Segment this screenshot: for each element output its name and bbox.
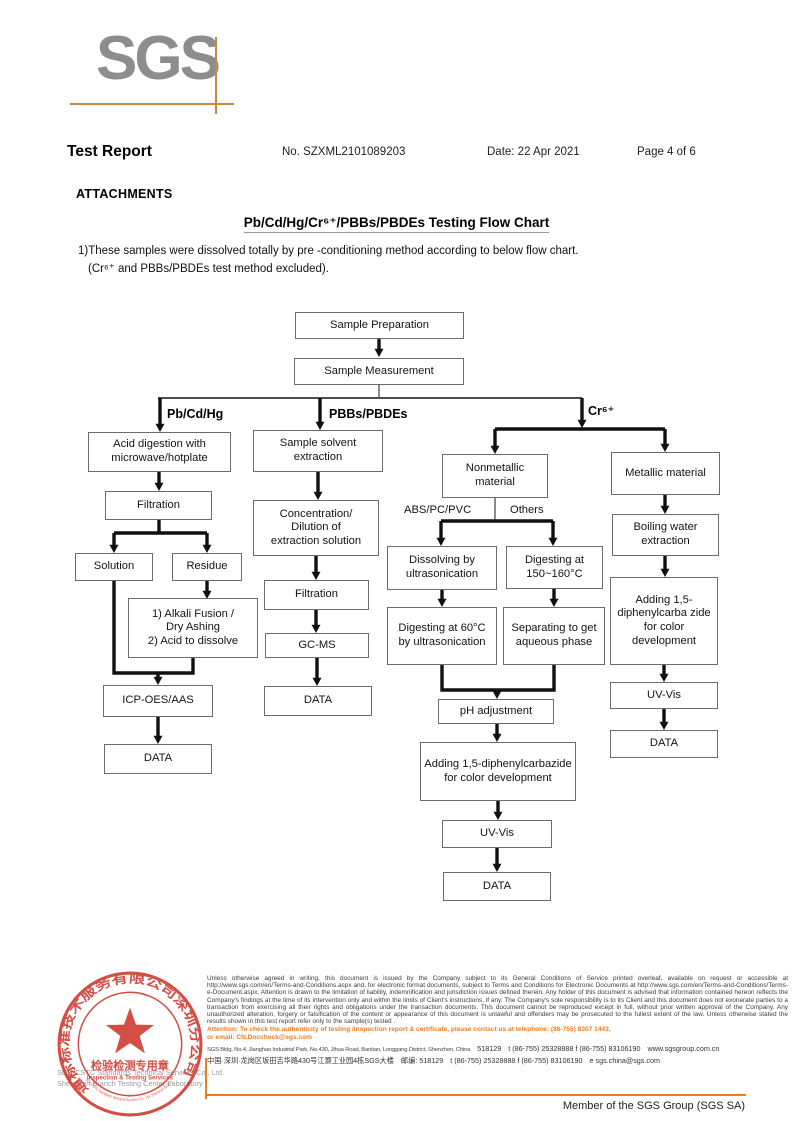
footer-company-line1: SGS-CSTC Standards Technical Services Co… [57,1068,225,1077]
flow-node-data-mid: DATA [443,872,551,901]
note-line-2: (Cr⁶⁺ and PBBs/PBDEs test method exclude… [88,263,329,275]
footer-orange-horizontal-rule [205,1094,746,1096]
logo-horizontal-rule [70,103,234,105]
report-number: No. SZXML2101089203 [282,146,406,158]
postcode-cn: 邮编: 518129 [400,1056,444,1066]
branch-label-cr6: Cr⁶⁺ [588,404,615,418]
address-cn: 中国·深圳·龙岗区坂田吉华路430号江灏工业园4栋SGS大楼 [207,1056,394,1066]
flow-node-data-right: DATA [610,730,718,758]
footer-company-line2: Shenzhen Branch Testing Center Laborator… [57,1079,203,1088]
phones-cn: t (86-755) 25328888 f (86-755) 83106190 [450,1056,583,1066]
legal-disclaimer: Unless otherwise agreed in writing, this… [207,975,788,1026]
flow-node-solvent-extraction: Sample solvent extraction [253,430,383,472]
flow-node-ph-adjustment: pH adjustment [438,699,554,724]
flow-node-filtration-left: Filtration [105,491,212,520]
page-indicator: Page 4 of 6 [637,146,696,158]
logo-vertical-rule [215,37,217,114]
flow-chart-title-wrap: Pb/Cd/Hg/Cr⁶⁺/PBBs/PBDEs Testing Flow Ch… [0,214,793,233]
flow-node-data-left: DATA [104,744,212,774]
attachments-heading: ATTACHMENTS [76,187,173,201]
address-row-cn: 中国·深圳·龙岗区坂田吉华路430号江灏工业园4栋SGS大楼 邮编: 51812… [207,1056,788,1066]
address-en: SGS Bldg, No.4, Jianghao Industrial Park… [207,1047,471,1054]
flow-node-alkali-fusion: 1) Alkali Fusion / Dry Ashing 2) Acid to… [128,598,258,658]
stamp-star-icon [105,1007,155,1054]
flow-node-residue: Residue [172,553,242,581]
branch-label-pbbs-pbdes: PBBs/PBDEs [329,407,408,421]
branch-label-others: Others [510,504,544,516]
flow-node-sample-measurement: Sample Measurement [294,358,464,385]
stamp-center-chinese: 检验检测专用章 [91,1058,169,1072]
flow-node-gcms: GC-MS [265,633,369,658]
report-title: Test Report [67,143,152,160]
flow-node-digesting-60: Digesting at 60°C by ultrasonication [387,607,497,665]
flow-node-adding-diphenylcarbazide-right: Adding 1,5-diphenylcarba zide for color … [610,577,718,665]
sgs-logo: SGS [96,24,221,93]
report-date: Date: 22 Apr 2021 [487,146,580,158]
flow-node-sample-preparation: Sample Preparation [295,312,464,339]
phones-en: t (86-755) 25328888 f (86-755) 83106190 [508,1044,641,1054]
footer-orange-vertical-line [205,1058,207,1099]
flow-node-icp-oes-aas: ICP-OES/AAS [103,685,213,717]
flow-chart-title: Pb/Cd/Hg/Cr⁶⁺/PBBs/PBDEs Testing Flow Ch… [243,215,550,233]
flow-node-adding-diphenylcarbazide-mid: Adding 1,5-diphenylcarbazide for color d… [420,742,576,801]
address-row-en: SGS Bldg, No.4, Jianghao Industrial Park… [207,1044,788,1053]
flow-node-separating-aqueous: Separating to get aqueous phase [503,607,605,665]
member-of-sgs-group: Member of the SGS Group (SGS SA) [562,1100,745,1112]
flow-node-data-gcms: DATA [264,686,372,716]
note-line-1: 1)These samples were dissolved totally b… [78,245,579,257]
branch-label-abs-pc-pvc: ABS/PC/PVC [404,504,472,516]
flow-node-uvvis-right: UV-Vis [610,682,718,709]
stamp-center-english: Inspection & Testing Services [87,1074,174,1081]
flow-node-boiling-water-extraction: Boiling water extraction [612,514,719,556]
footer-text-block: Unless otherwise agreed in writing, this… [207,975,788,1066]
inspection-testing-stamp: 通标标准技术服务有限公司深圳分公司 SGS-CSTC Standards Tec… [56,970,204,1117]
attention-line2: or email: CN.Doccheck@sgs.com [207,1033,313,1041]
branch-label-pb-cd-hg: Pb/Cd/Hg [167,407,224,421]
flow-node-concentration-dilution: Concentration/ Dilution of extraction so… [253,500,379,556]
flow-node-dissolving-ultrasonication: Dissolving by ultrasonication [387,546,497,590]
postcode-en: 518129 [477,1044,502,1054]
flow-node-acid-digestion: Acid digestion with microwave/hotplate [88,432,231,472]
flow-node-metallic-material: Metallic material [611,452,720,495]
flow-node-digesting-150-160: Digesting at 150~160°C [506,546,603,589]
flow-node-nonmetallic-material: Nonmetallic material [442,454,548,498]
flow-node-filtration-mid: Filtration [264,580,369,610]
website: www.sgsgroup.com.cn [647,1044,720,1054]
email: e sgs.china@sgs.com [589,1056,660,1066]
flow-node-uvvis-mid: UV-Vis [442,820,552,848]
flow-node-solution: Solution [75,553,153,581]
attention-line1: Attention: To check the authenticity of … [207,1026,611,1034]
